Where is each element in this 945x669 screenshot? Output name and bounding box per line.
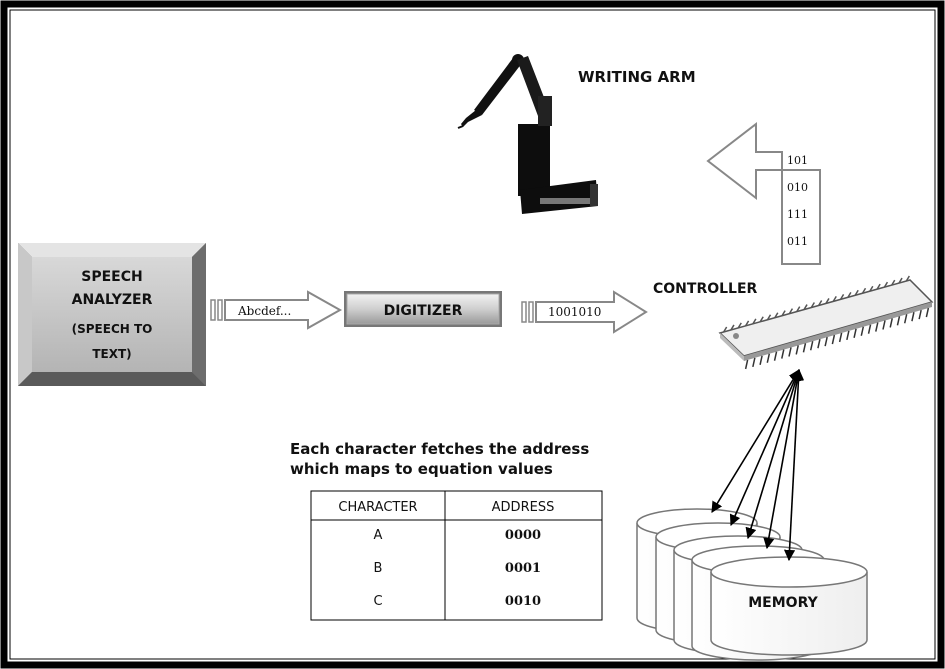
arrow-text-label: Abcdef... xyxy=(237,304,291,318)
writing-arm-label: WRITING ARM xyxy=(578,68,696,86)
return-bit-2: 111 xyxy=(787,208,808,221)
memory-links xyxy=(711,368,805,562)
table-cell-addr-b: 0001 xyxy=(505,561,541,576)
table-header-address: ADDRESS xyxy=(492,500,555,515)
table-cell-char-c: C xyxy=(373,594,382,609)
controller-label: CONTROLLER xyxy=(653,281,758,297)
table-cell-addr-a: 0000 xyxy=(505,528,541,543)
chip-pin xyxy=(831,334,836,345)
chip-pin xyxy=(846,330,850,341)
chip-pin xyxy=(925,307,930,318)
memory-label: MEMORY xyxy=(748,595,818,611)
table-header-character: CHARACTER xyxy=(338,500,417,515)
chip-pin xyxy=(860,326,865,336)
speech-analyzer-line1: SPEECH xyxy=(81,269,142,285)
chip-pin xyxy=(867,324,872,334)
chip-pin xyxy=(744,359,749,370)
chip-pin xyxy=(896,316,901,326)
chip-pin xyxy=(773,351,778,361)
table-cell-addr-c: 0010 xyxy=(505,594,541,609)
memory-stack-icon: MEMORY xyxy=(636,508,868,661)
caption-line1: Each character fetches the address xyxy=(290,440,589,458)
chip-pin xyxy=(752,357,756,368)
chip-pin xyxy=(882,320,886,330)
chip-pin xyxy=(759,355,763,365)
inner-frame xyxy=(9,9,936,660)
return-bit-3: 011 xyxy=(787,235,808,248)
chip-pin xyxy=(809,341,814,351)
caption-line2: which maps to equation values xyxy=(290,460,553,478)
chip-pin xyxy=(802,343,807,353)
chip-pin xyxy=(766,353,771,363)
controller-chip-icon xyxy=(718,275,934,370)
chip-pin xyxy=(875,322,879,332)
writing-arm-icon xyxy=(457,54,598,214)
digitizer-box: DIGITIZER xyxy=(344,291,502,327)
speech-analyzer-line2: ANALYZER xyxy=(72,292,153,308)
binary-arrow: 1001010 xyxy=(521,290,648,334)
chip-pin xyxy=(889,318,893,328)
arrow-binary-label: 1001010 xyxy=(548,305,601,319)
speech-analyzer-box: SPEECH ANALYZER (SPEECH TO TEXT) xyxy=(18,243,206,386)
return-bit-0: 101 xyxy=(787,154,808,167)
chip-pin xyxy=(781,349,785,359)
table-cell-char-b: B xyxy=(374,561,383,576)
chip-pin xyxy=(903,314,908,324)
memory-link-arrow xyxy=(783,368,805,562)
text-arrow: Abcdef... xyxy=(210,290,343,330)
speech-analyzer-line3: (SPEECH TO xyxy=(72,322,153,336)
table-cell-char-a: A xyxy=(374,528,383,543)
return-bit-1: 010 xyxy=(787,181,808,194)
chip-pin xyxy=(795,345,799,355)
chip-pin xyxy=(824,336,828,347)
speech-analyzer-line4: TEXT) xyxy=(92,347,131,361)
chip-pin xyxy=(918,309,922,320)
address-table: CHARACTER ADDRESS A 0000 B 0001 C 0010 xyxy=(310,490,603,621)
chip-pin xyxy=(838,332,843,343)
digitizer-label: DIGITIZER xyxy=(384,303,463,319)
return-arrow: 101 010 111 011 xyxy=(706,121,821,265)
chip-pin xyxy=(853,328,857,338)
chip-pin xyxy=(788,347,792,357)
chip-pin xyxy=(817,339,821,349)
chip-pin xyxy=(911,312,915,322)
